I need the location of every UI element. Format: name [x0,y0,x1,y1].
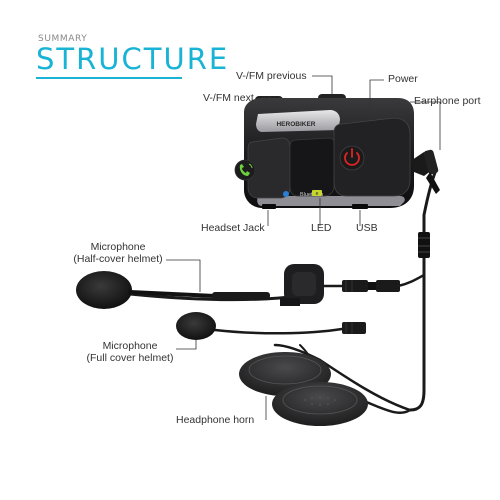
usb-port[interactable] [352,204,368,209]
page-title: STRUCTURE [36,42,230,76]
callout-lines [166,75,441,420]
power-icon[interactable] [339,145,365,171]
earphone-plug [412,149,440,194]
label-mic-half: Microphone (Half-cover helmet) [70,241,166,265]
headset-jack-port[interactable] [262,204,276,209]
label-led: LED [311,222,332,234]
full-cover-microphone [176,312,366,340]
label-power: Power [388,73,418,85]
half-cover-connector [342,280,400,292]
label-vfm-previous: V-/FM previous [236,70,307,82]
label-headset-jack: Headset Jack [201,222,265,234]
mic-foam [76,271,132,309]
label-mic-half-line1: Microphone [90,241,146,253]
intercom-device: HEROBIKER Bluetooth e [234,94,414,209]
label-mic-half-line2: (Half-cover helmet) [73,253,163,265]
label-usb: USB [356,222,378,234]
headphone-speakers [239,352,368,426]
label-mic-full: Microphone (Full cover helmet) [82,340,178,364]
phone-icon[interactable] [234,159,256,181]
led-indicator [312,190,322,196]
label-mic-full-line2: (Full cover helmet) [86,352,174,364]
half-cover-microphone [76,264,324,309]
label-headphone-horn: Headphone horn [176,414,255,426]
label-earphone-port: Earphone port [414,95,481,107]
label-mic-full-line1: Microphone [102,340,158,352]
bluetooth-label: Bluetooth [300,192,323,198]
brand-label: HEROBIKER [276,121,315,128]
label-vfm-next: V-/FM next [203,92,254,104]
bluetooth-icon [283,191,289,197]
title-underline [36,77,182,79]
mic-foam-small [176,312,216,340]
header-kicker: SUMMARY [38,34,88,44]
led-badge-text: e [316,191,319,197]
ferrite-choke [418,232,430,258]
